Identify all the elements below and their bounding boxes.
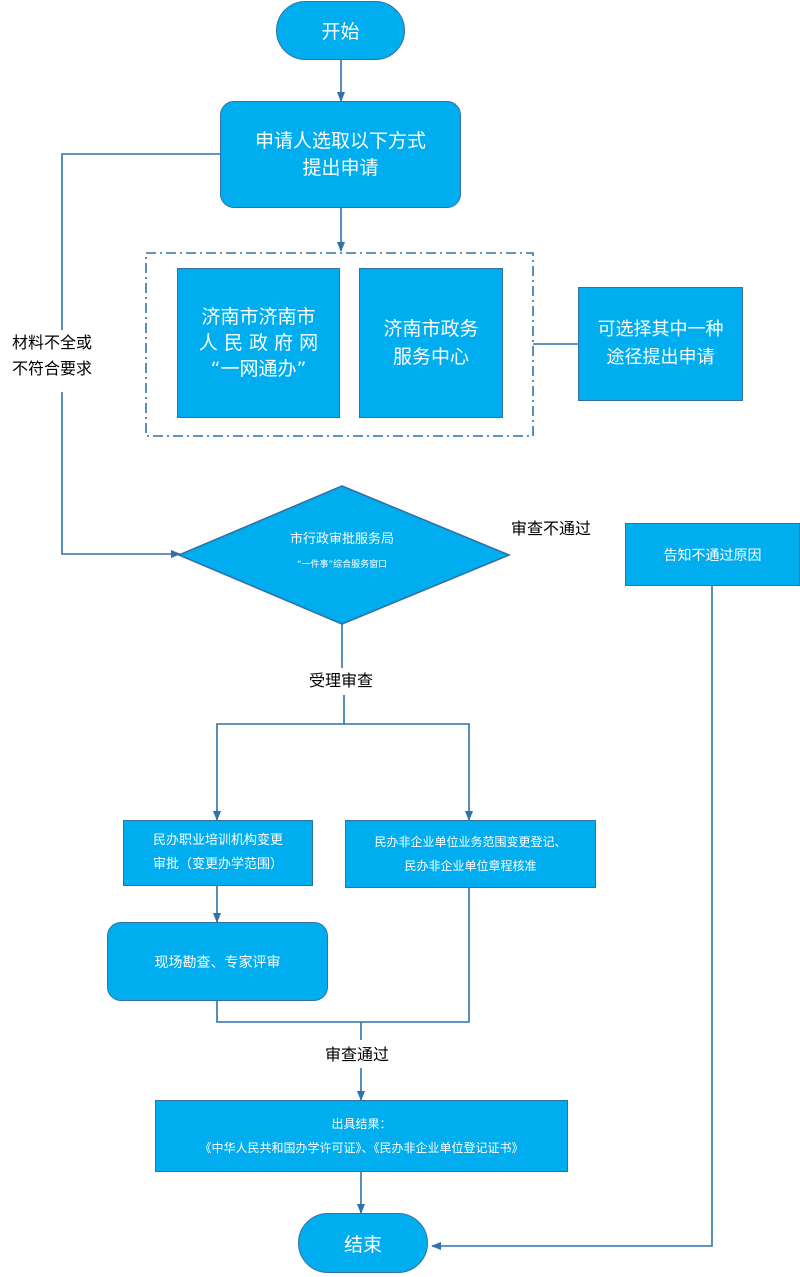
incomplete-line-top [61,153,220,330]
note-label-line2: 途径提出申请 [606,347,715,368]
incomplete-label-line1: 材料不全或 [12,333,93,352]
channel-group-frame [145,252,534,437]
review-pass-label: 审查通过 [325,1044,390,1066]
branch-right-line1: 民办非企业单位业务范围变更登记、 [374,835,567,849]
review-fail-label: 审查不通过 [511,519,592,538]
note-label-line1: 可选择其中一种 [597,319,724,340]
incomplete-label: 材料不全或 不符合要求 [12,332,93,380]
online-channel-node: 济南市济南市 人 民 政 府 网 “一网通办” [177,268,340,418]
incomplete-line-bottom [61,392,181,558]
result-label-line2: 《中华人民共和国办学许可证》、《民办非企业单位登记证书》 [199,1141,524,1155]
center-label-line1: 济南市政务 [383,318,479,340]
branch-left-node: 民办职业培训机构变更 审批（变更办学范围） [123,820,313,886]
line-accept-split [213,695,345,821]
inspect-label: 现场勘查、专家评审 [154,954,281,971]
accept-label: 受理审查 [309,670,374,692]
branch-left-line1: 民办职业培训机构变更 [152,833,283,848]
result-label-line1: 出具结果： [331,1117,392,1131]
reject-reason-node: 告知不通过原因 [625,523,800,586]
end-node: 结束 [298,1213,428,1273]
online-label-line2: 人 民 政 府 网 [198,332,319,354]
reject-reason-label: 告知不通过原因 [663,547,762,564]
line-reject-to-end [431,586,713,1250]
window-node-text: 市行政审批服务局 “一件事”综合服务窗口 [230,530,454,574]
line-merge [216,888,470,1023]
apply-node: 申请人选取以下方式 提出申请 [220,101,461,208]
start-node: 开始 [276,1,405,60]
service-center-node: 济南市政务 服务中心 [359,268,503,418]
line-accept-right [344,723,473,821]
window-subtitle: “一件事”综合服务窗口 [296,560,388,570]
inspect-node: 现场勘查、专家评审 [107,922,328,1001]
result-node: 出具结果： 《中华人民共和国办学许可证》、《民办非企业单位登记证书》 [155,1100,568,1172]
branch-right-line2: 民办非企业单位章程核准 [404,859,537,873]
apply-label-line2: 提出申请 [302,156,379,179]
online-label-line1: 济南市济南市 [201,306,316,328]
incomplete-label-line2: 不符合要求 [12,359,93,378]
center-label-line2: 服务中心 [392,346,469,368]
choose-note-node: 可选择其中一种 途径提出申请 [578,287,743,401]
branch-left-line2: 审批（变更办学范围） [152,857,283,872]
end-label: 结束 [343,1233,382,1256]
online-label-line3: “一网通办” [210,358,307,380]
window-title: 市行政审批服务局 [289,532,394,547]
apply-label-line1: 申请人选取以下方式 [254,129,426,152]
branch-right-node: 民办非企业单位业务范围变更登记、 民办非企业单位章程核准 [345,820,596,888]
start-label: 开始 [321,21,360,43]
